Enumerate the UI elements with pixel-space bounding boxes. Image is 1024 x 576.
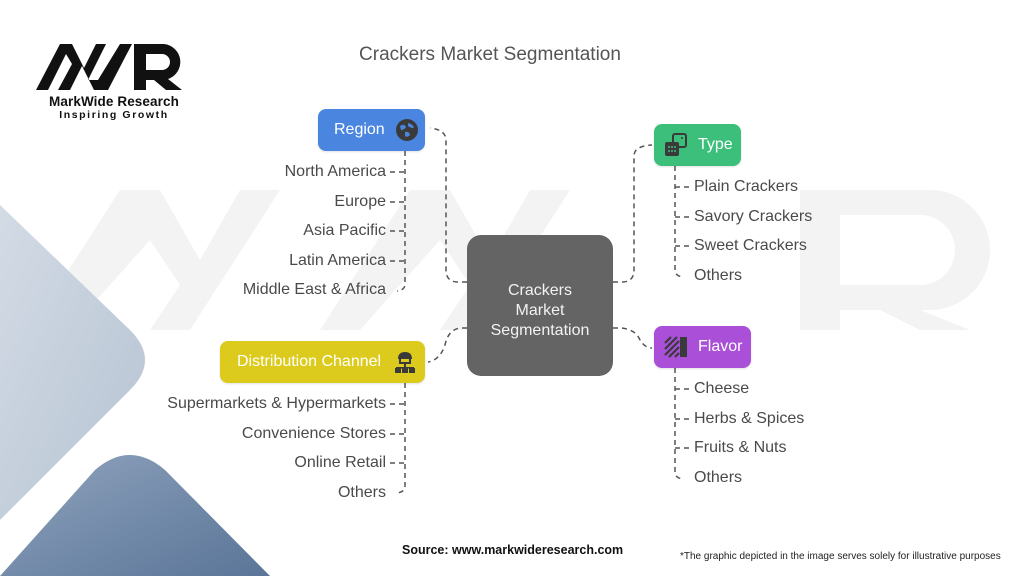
region-item: Asia Pacific bbox=[303, 222, 386, 239]
region-item: North America bbox=[284, 163, 386, 180]
globe-icon bbox=[395, 118, 419, 142]
flavor-item: Cheese bbox=[694, 380, 750, 397]
region-item: Europe bbox=[334, 193, 386, 210]
distribution-item: Others bbox=[337, 484, 386, 501]
region-item: Middle East & Africa bbox=[242, 281, 386, 298]
category-type-label: Type bbox=[698, 136, 733, 153]
distribution-item: Supermarkets & Hypermarkets bbox=[167, 395, 386, 412]
distribution-item: Convenience Stores bbox=[241, 425, 386, 442]
decor-shape-light bbox=[0, 205, 145, 520]
center-line-1: Crackers bbox=[507, 281, 572, 299]
category-region: Region bbox=[318, 109, 425, 151]
decor-shape-dark bbox=[0, 455, 270, 576]
logo: MarkWide Research Inspiring Growth bbox=[32, 40, 192, 121]
center-node: Crackers Market Segmentation bbox=[467, 235, 613, 376]
category-type: Type bbox=[654, 124, 741, 166]
logo-mark-icon bbox=[36, 44, 182, 90]
logo-brand-name: MarkWide Research bbox=[49, 94, 179, 109]
flavor-item: Others bbox=[694, 469, 743, 486]
category-region-label: Region bbox=[334, 121, 385, 138]
logo-tagline: Inspiring Growth bbox=[59, 109, 169, 121]
center-line-3: Segmentation bbox=[490, 321, 590, 339]
type-item: Savory Crackers bbox=[694, 208, 813, 225]
diagram-title: Crackers Market Segmentation bbox=[359, 44, 621, 65]
region-item: Latin America bbox=[289, 252, 386, 269]
category-flavor-label: Flavor bbox=[698, 338, 743, 355]
type-item: Plain Crackers bbox=[694, 178, 799, 195]
category-distribution-channel: Distribution Channel bbox=[220, 341, 425, 383]
flavor-item: Herbs & Spices bbox=[694, 410, 805, 427]
dice-icon bbox=[664, 133, 688, 157]
hierarchy-icon bbox=[393, 350, 417, 374]
striped-columns-icon bbox=[664, 335, 688, 359]
category-distribution-label: Distribution Channel bbox=[237, 353, 382, 370]
category-flavor: Flavor bbox=[654, 326, 751, 368]
type-item: Others bbox=[694, 267, 743, 284]
distribution-item: Online Retail bbox=[294, 454, 386, 471]
source-text: Source: www.markwideresearch.com bbox=[402, 543, 624, 557]
disclaimer-text: *The graphic depicted in the image serve… bbox=[680, 551, 1001, 562]
center-line-2: Market bbox=[515, 301, 565, 319]
flavor-item: Fruits & Nuts bbox=[694, 439, 787, 456]
type-item: Sweet Crackers bbox=[694, 237, 807, 254]
